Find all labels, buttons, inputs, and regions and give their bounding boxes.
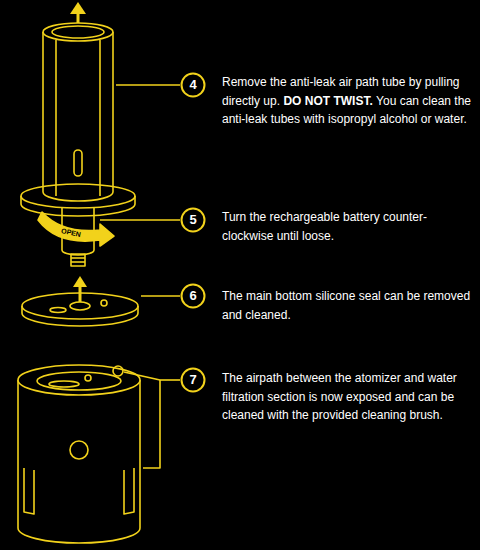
- callout-number: 7: [180, 367, 206, 393]
- callout-number: 6: [180, 283, 206, 309]
- callout-number-text: 7: [180, 367, 206, 393]
- instruction-line: The main bottom silicone seal can be rem…: [222, 289, 470, 322]
- instruction-text: The main bottom silicone seal can be rem…: [222, 287, 472, 324]
- callout-number: 5: [180, 207, 206, 233]
- callout-number: 4: [180, 72, 206, 98]
- instruction-text: Turn the rechargeable battery counter- c…: [222, 208, 472, 245]
- callout-number-text: 4: [180, 72, 206, 98]
- callout-number-text: 5: [180, 207, 206, 233]
- instruction-text: The airpath between the atomizer and wat…: [222, 369, 472, 425]
- instruction-text: Remove the anti-leak air path tube by pu…: [222, 73, 472, 129]
- callout-number-text: 6: [180, 283, 206, 309]
- instruction-line: Turn the rechargeable battery counter- c…: [222, 210, 427, 243]
- instruction-line: The airpath between the atomizer and wat…: [222, 371, 457, 422]
- warning-text: DO NOT TWIST.: [283, 94, 372, 108]
